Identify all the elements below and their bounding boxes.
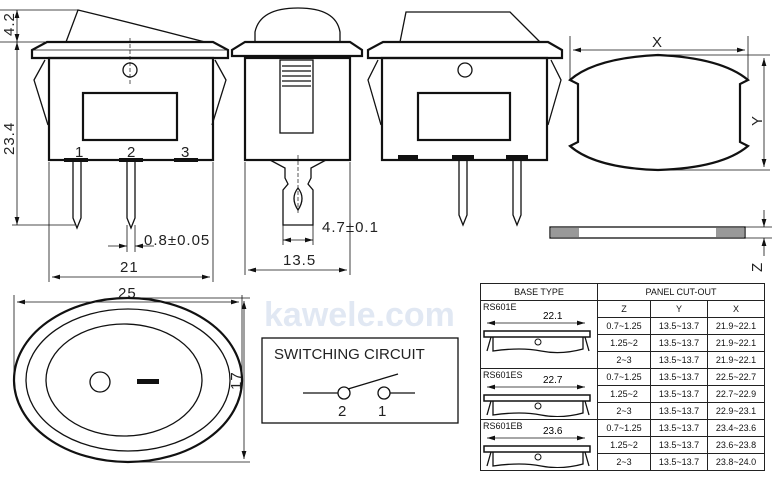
base-type-name: RS601EB <box>483 421 523 431</box>
table-cell: 22.9~23.1 <box>707 402 765 420</box>
bezel-top-view: 25 17 <box>12 285 250 464</box>
dim-body-height: 23.4 <box>1 122 18 155</box>
dim-cutout-x: X <box>652 34 663 51</box>
table-cell: 21.9~22.1 <box>707 351 765 369</box>
dim-rocker-height: 4.2 <box>1 12 18 36</box>
watermark: kawele.com <box>264 296 455 334</box>
table-cell: 13.5~13.7 <box>650 317 708 335</box>
circuit-terminal-1: 1 <box>378 403 387 420</box>
panel-cutout-view: X Y Z <box>549 34 772 272</box>
dim-panel-z: Z <box>749 262 766 272</box>
table-cell: 2~3 <box>597 453 651 471</box>
base-type-cell: RS601E 22.1 <box>480 300 598 369</box>
table-cell: 23.8~24.0 <box>707 453 765 471</box>
base-width-label: 23.6 <box>543 426 563 437</box>
table-cell: 13.5~13.7 <box>650 385 708 403</box>
table-cell: 13.5~13.7 <box>650 402 708 420</box>
base-width-label: 22.1 <box>543 311 563 322</box>
base-type-cell: RS601ES 22.7 <box>480 368 598 420</box>
table-cell: 13.5~13.7 <box>650 368 708 386</box>
dim-terminal-width: 4.7±0.1 <box>322 219 379 236</box>
dim-bezel-width: 25 <box>118 285 137 302</box>
table-cell: 13.5~13.7 <box>650 436 708 454</box>
column-header: X <box>707 300 765 318</box>
back-view <box>366 11 564 227</box>
side-view: 4.7±0.1 13.5 <box>230 7 379 275</box>
table-cell: 23.4~23.6 <box>707 419 765 437</box>
table-cell: 0.7~1.25 <box>597 419 651 437</box>
table-cell: 13.5~13.7 <box>650 334 708 352</box>
pin-label-2: 2 <box>127 144 136 161</box>
table-cell: 0.7~1.25 <box>597 317 651 335</box>
base-type-cell: RS601EB 23.6 <box>480 419 598 471</box>
column-header: Y <box>650 300 708 318</box>
dim-pin-width: 0.8±0.05 <box>144 232 210 249</box>
table-cell: 13.5~13.7 <box>650 453 708 471</box>
pin-label-1: 1 <box>75 144 84 161</box>
table-cell: 21.9~22.1 <box>707 334 765 352</box>
table-cell: 22.5~22.7 <box>707 368 765 386</box>
front-view: 1 2 3 4.2 23.4 21 0.8±0.05 <box>0 9 230 282</box>
table-cell: 13.5~13.7 <box>650 351 708 369</box>
circuit-title: SWITCHING CIRCUIT <box>274 346 425 363</box>
dim-cutout-y: Y <box>749 115 766 126</box>
table-cell: 0.7~1.25 <box>597 368 651 386</box>
table-cell: 2~3 <box>597 351 651 369</box>
pin-label-3: 3 <box>181 144 190 161</box>
circuit-terminal-2: 2 <box>338 403 347 420</box>
base-type-name: RS601E <box>483 302 517 312</box>
table-cell: 1.25~2 <box>597 334 651 352</box>
table-cell: 22.7~22.9 <box>707 385 765 403</box>
dim-body-width: 21 <box>120 259 139 276</box>
column-header: Z <box>597 300 651 318</box>
base-type-name: RS601ES <box>483 370 523 380</box>
table-cell: 21.9~22.1 <box>707 317 765 335</box>
dim-side-width: 13.5 <box>283 252 316 269</box>
header-base-type: BASE TYPE <box>480 283 598 301</box>
base-profile-drawing: 22.1 <box>483 311 591 354</box>
table-cell: 23.6~23.8 <box>707 436 765 454</box>
dim-bezel-height: 17 <box>228 371 245 390</box>
switching-circuit: SWITCHING CIRCUIT 2 1 <box>261 337 459 424</box>
base-profile-drawing: 23.6 <box>483 426 591 469</box>
header-panel-cutout: PANEL CUT-OUT <box>597 283 765 301</box>
table-cell: 1.25~2 <box>597 385 651 403</box>
table-cell: 2~3 <box>597 402 651 420</box>
table-cell: 13.5~13.7 <box>650 419 708 437</box>
base-width-label: 22.7 <box>543 375 563 386</box>
base-profile-drawing: 22.7 <box>483 375 591 418</box>
table-cell: 1.25~2 <box>597 436 651 454</box>
